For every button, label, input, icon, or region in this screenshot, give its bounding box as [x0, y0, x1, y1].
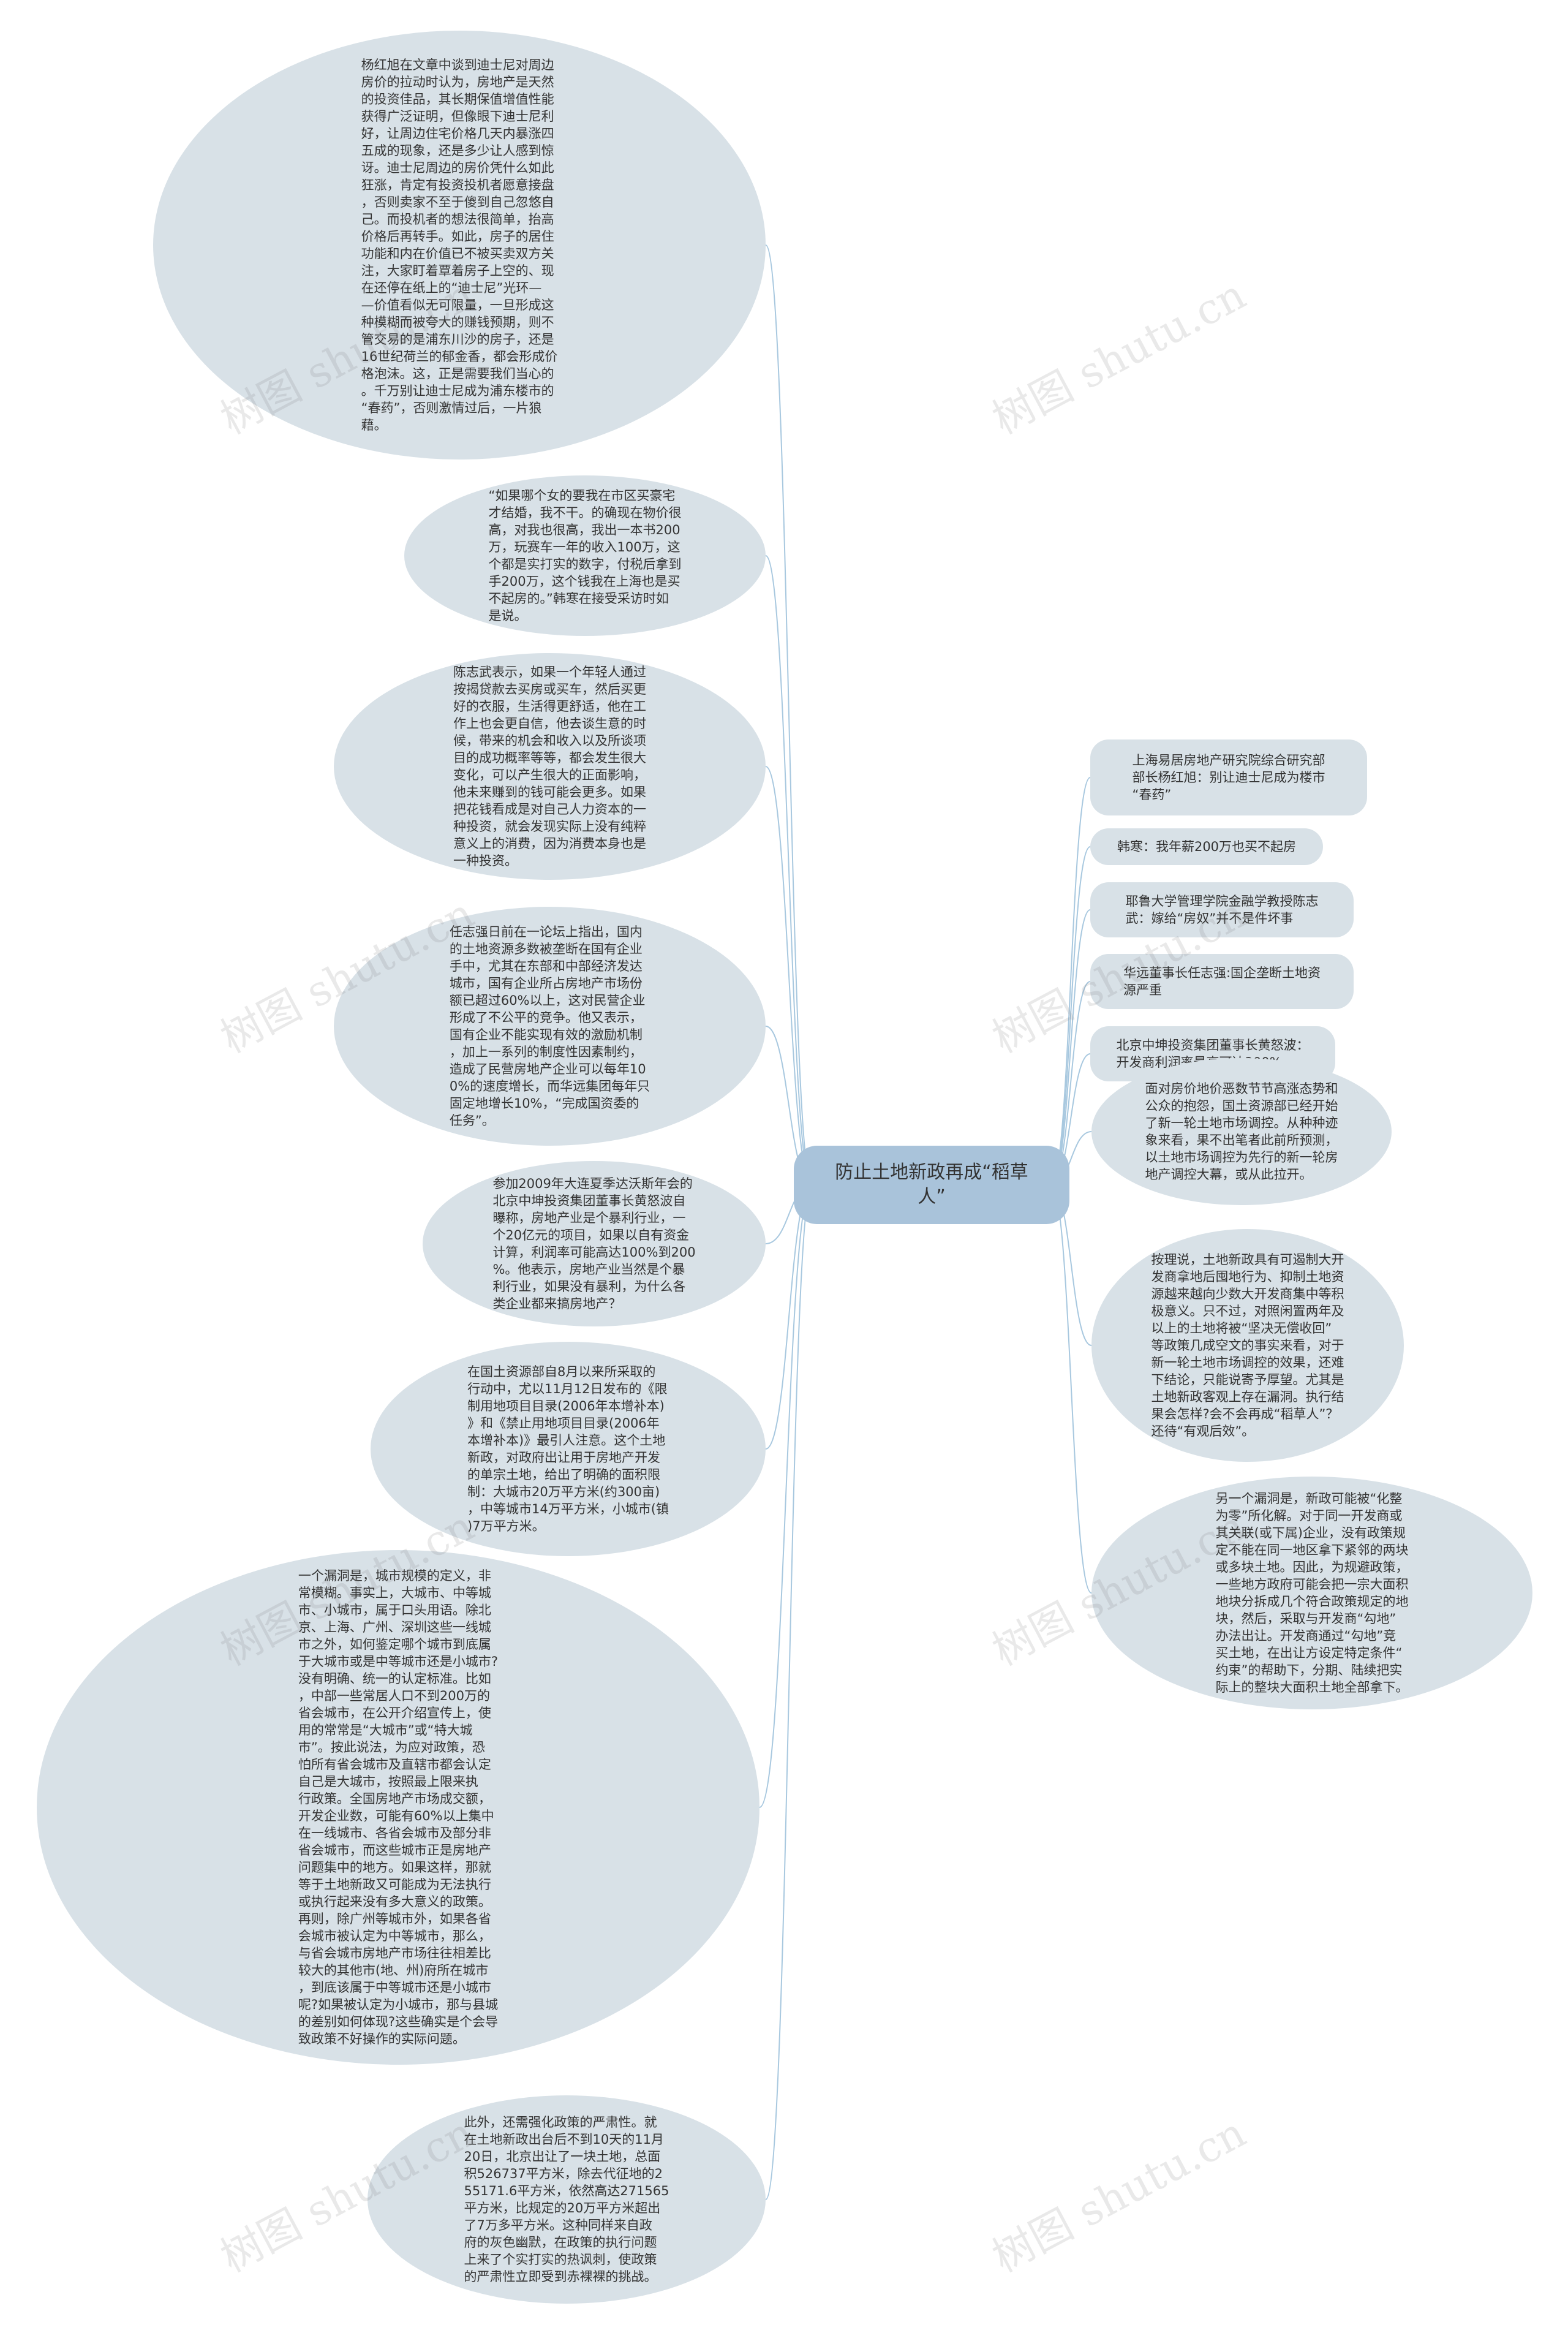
connector-line: [1050, 777, 1091, 1186]
left-node-han-han-quote[interactable]: “如果哪个女的要我在市区买豪宅 才结婚，我不干。的确现在物价很 高，对我也很高，…: [404, 475, 766, 636]
left-node-land-policy[interactable]: 在国土资源部自8月以来所采取的 行动中，尤以11月12日发布的《限 制用地项目目…: [371, 1342, 766, 1556]
left-node-ren-quote[interactable]: 任志强日前在一论坛上指出，国内 的土地资源多数被垄断在国有企业 手中，尤其在东部…: [334, 907, 766, 1146]
root-topic-label: 防止土地新政再成“稻草 人”: [835, 1162, 1028, 1208]
left-node-huang-quote[interactable]: 参加2009年大连夏季达沃斯年会的 北京中坤投资集团董事长黄怒波自 曝称，房地产…: [423, 1161, 766, 1326]
right-node-regulation[interactable]: 面对房价地价恶数节节高涨态势和 公众的抱怨，国土资源部已经开始 了新一轮土地市场…: [1091, 1058, 1392, 1205]
right-node-chen-zhiwu[interactable]: 耶鲁大学管理学院金融学教授陈志 武：嫁给“房奴”并不是件坏事: [1090, 882, 1354, 937]
left-node-city-scale-loophole[interactable]: 一个漏洞是，城市规模的定义，非 常模糊。事实上，大城市、中等城 市、小城市，属于…: [37, 1550, 760, 2065]
left-node-yang-article[interactable]: 杨红旭在文章中谈到迪士尼对周边 房价的拉动时认为，房地产是天然 的投资佳品，其长…: [153, 31, 766, 460]
left-node-chen-quote[interactable]: 陈志武表示，如果一个年轻人通过 按揭贷款去买房或买车，然后买更 好的衣服，生活得…: [334, 653, 766, 880]
connector-line: [765, 244, 813, 1186]
connector-line: [1050, 1184, 1092, 1594]
right-node-policy-effect[interactable]: 按理说，土地新政具有可遏制大开 发商拿地后囤地行为、抑制土地资 源越来越向少数大…: [1091, 1229, 1404, 1462]
left-node-policy-seriousness[interactable]: 此外，还需强化政策的严肃性。就 在土地新政出台后不到10天的11月 20日，北京…: [368, 2095, 766, 2304]
right-node-ren-zhiqiang[interactable]: 华远董事长任志强:国企垄断土地资 源严重: [1090, 954, 1354, 1009]
connector-line: [759, 1184, 813, 1808]
right-node-han-han[interactable]: 韩寒：我年薪200万也买不起房: [1090, 828, 1323, 865]
root-topic[interactable]: 防止土地新政再成“稻草 人”: [794, 1146, 1069, 1224]
connector-line: [765, 555, 813, 1186]
right-node-yang-hongxu[interactable]: 上海易居房地产研究院综合研究部 部长杨红旭：别让迪士尼成为楼市 “春药”: [1090, 739, 1367, 815]
right-node-loophole-split[interactable]: 另一个漏洞是，新政可能被“化整 为零”所化解。对于同一开发商或 其关联(或下属)…: [1091, 1477, 1532, 1709]
connector-line: [1050, 909, 1091, 1186]
connector-line: [765, 766, 813, 1186]
connector-line: [765, 1184, 813, 2200]
